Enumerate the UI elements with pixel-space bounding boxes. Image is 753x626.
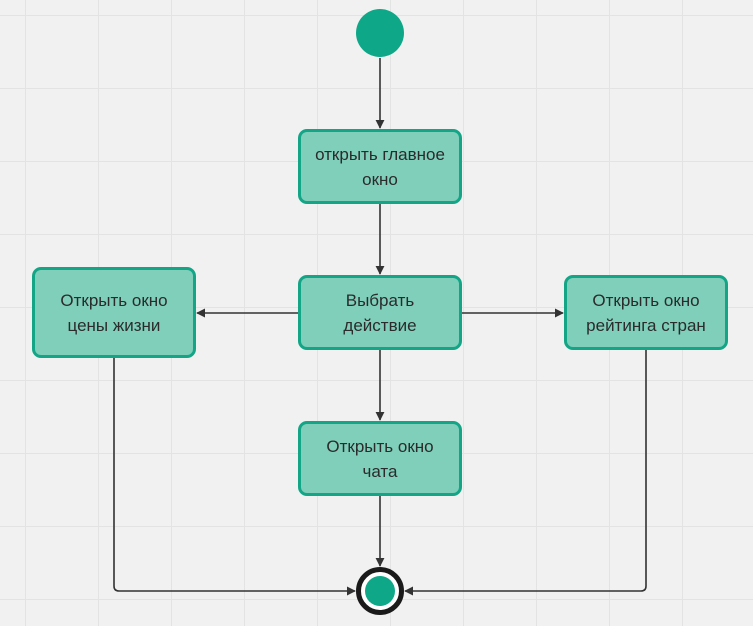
- node-open-main-window[interactable]: открыть главное окно: [298, 129, 462, 204]
- node-choose-action[interactable]: Выбрать действие: [298, 275, 462, 350]
- end-node-core: [365, 576, 395, 606]
- node-label-line: окно: [362, 169, 398, 189]
- end-node[interactable]: [356, 567, 404, 615]
- node-label-line: чата: [362, 461, 398, 481]
- edge-life-price-to-end: [113, 358, 356, 596]
- start-node[interactable]: [356, 9, 404, 57]
- node-label-line: рейтинга стран: [586, 315, 706, 335]
- node-label-line: Открыть окно: [592, 290, 700, 310]
- node-open-chat-window[interactable]: Открыть окно чата: [298, 421, 462, 496]
- node-label-line: Выбрать: [345, 290, 415, 310]
- node-open-rating-window[interactable]: Открыть окно рейтинга стран: [564, 275, 728, 350]
- node-label-line: Открыть окно: [60, 290, 168, 310]
- edge-rating-to-end: [404, 350, 647, 596]
- node-label-line: открыть главное: [315, 144, 445, 164]
- node-open-life-price-window[interactable]: Открыть окно цены жизни: [32, 267, 196, 358]
- node-label-line: цены жизни: [67, 315, 161, 335]
- node-label-line: Открыть окно: [326, 436, 434, 456]
- node-label-line: действие: [343, 315, 417, 335]
